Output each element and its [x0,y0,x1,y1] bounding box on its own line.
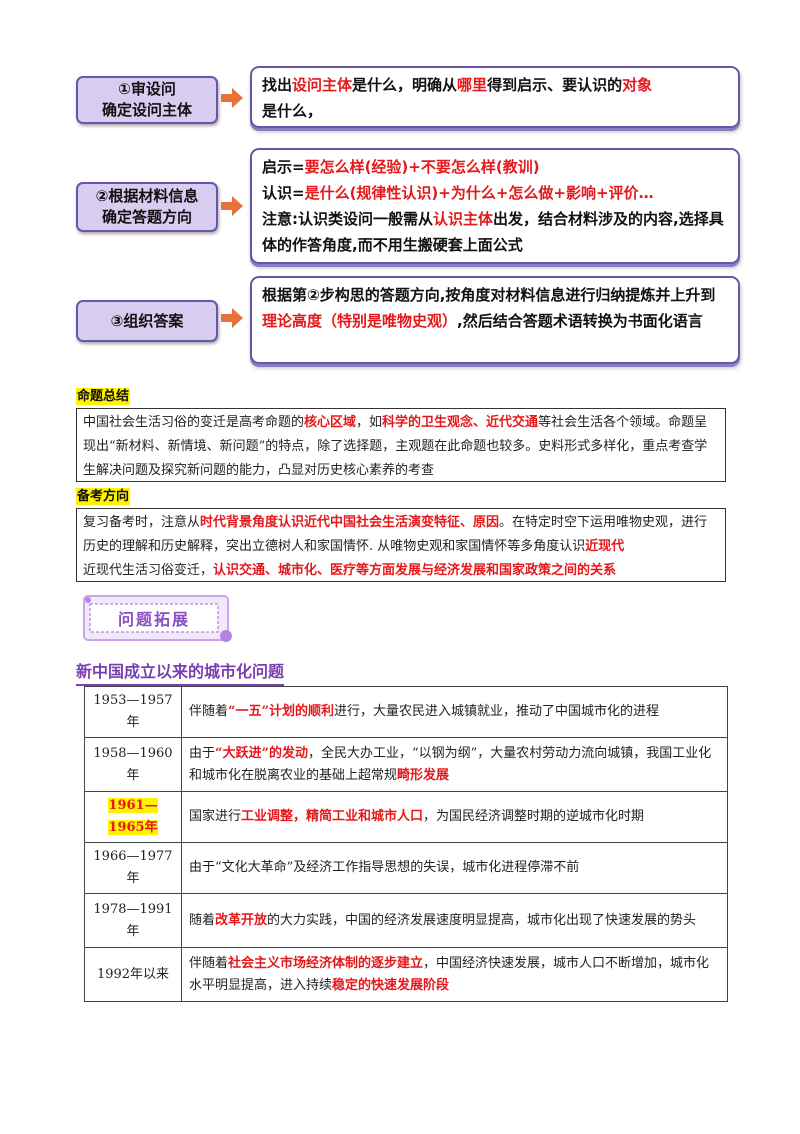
arrow-right-icon [221,196,243,216]
table-row: 1966—1977年 由于“文化大革命”及经济工作指导思想的失误，城市化进程停滞… [84,842,728,894]
summary-box: 中国社会生活习俗的变迁是高考命题的核心区域，如科学的卫生观念、近代交通等社会生活… [76,408,726,482]
step-3: ③组织答案 根据第②步构思的答题方向,按角度对材料信息进行归纳提炼并上升到理论高… [76,276,740,364]
description-cell: 由于“大跃进”的发动，全民大办工业，“以钢为纲”，大量农村劳动力流向城镇，我国工… [181,737,728,792]
arrow-right-icon [221,88,243,108]
table-row: 1978—1991年 随着改革开放的大力实践，中国的经济发展速度明显提高，城市化… [84,893,728,948]
year-cell: 1992年以来 [84,947,182,1002]
step-1-label: ①审设问确定设问主体 [76,76,218,124]
step-3-content: 根据第②步构思的答题方向,按角度对材料信息进行归纳提炼并上升到理论高度（特别是唯… [250,276,740,364]
description-cell: 伴随着社会主义市场经济体制的逐步建立，中国经济快速发展，城市人口不断增加，城市化… [181,947,728,1002]
year-cell: 1958—1960年 [84,737,182,792]
step-2-content: 启示=要怎么样(经验)+不要怎么样(教训) 认识=是什么(规律性认识)+为什么+… [250,148,740,264]
section-badge: 问题拓展 [80,592,232,644]
prep-box: 复习备考时，注意从时代背景角度认识近代中国社会生活演变特征、原因。在特定时空下运… [76,508,726,582]
table-row: 1958—1960年 由于“大跃进”的发动，全民大办工业，“以钢为纲”，大量农村… [84,737,728,792]
year-cell: 1978—1991年 [84,893,182,948]
table-row: 1961—1965年 国家进行工业调整，精简工业和城市人口，为国民经济调整时期的… [84,791,728,843]
table-title: 新中国成立以来的城市化问题 [76,658,285,686]
badge-frame-icon [83,595,232,642]
year-cell: 1961—1965年 [84,791,182,843]
step-1-content: 找出设问主体是什么，明确从哪里得到启示、要认识的对象是什么， [250,66,740,128]
prep-title: 备考方向 [76,488,131,505]
description-cell: 由于“文化大革命”及经济工作指导思想的失误，城市化进程停滞不前 [181,842,728,894]
table-row: 1992年以来 伴随着社会主义市场经济体制的逐步建立，中国经济快速发展，城市人口… [84,947,728,1002]
summary-title: 命题总结 [76,388,131,405]
description-cell: 伴随着“一五”计划的顺利进行，大量农民进入城镇就业，推动了中国城市化的进程 [181,686,728,738]
step-2-label: ②根据材料信息确定答题方向 [76,182,218,232]
step-3-label: ③组织答案 [76,300,218,342]
step-2: ②根据材料信息确定答题方向 启示=要怎么样(经验)+不要怎么样(教训) 认识=是… [76,148,740,264]
description-cell: 随着改革开放的大力实践，中国的经济发展速度明显提高，城市化出现了快速发展的势头 [181,893,728,948]
year-cell: 1966—1977年 [84,842,182,894]
table-row: 1953—1957年 伴随着“一五”计划的顺利进行，大量农民进入城镇就业，推动了… [84,686,728,738]
history-table: 1953—1957年 伴随着“一五”计划的顺利进行，大量农民进入城镇就业，推动了… [84,686,728,1002]
badge-text: 问题拓展 [117,610,190,629]
arrow-right-icon [221,308,243,328]
description-cell: 国家进行工业调整，精简工业和城市人口，为国民经济调整时期的逆城市化时期 [181,791,728,843]
step-1: ①审设问确定设问主体 找出设问主体是什么，明确从哪里得到启示、要认识的对象是什么… [76,66,740,130]
year-cell: 1953—1957年 [84,686,182,738]
